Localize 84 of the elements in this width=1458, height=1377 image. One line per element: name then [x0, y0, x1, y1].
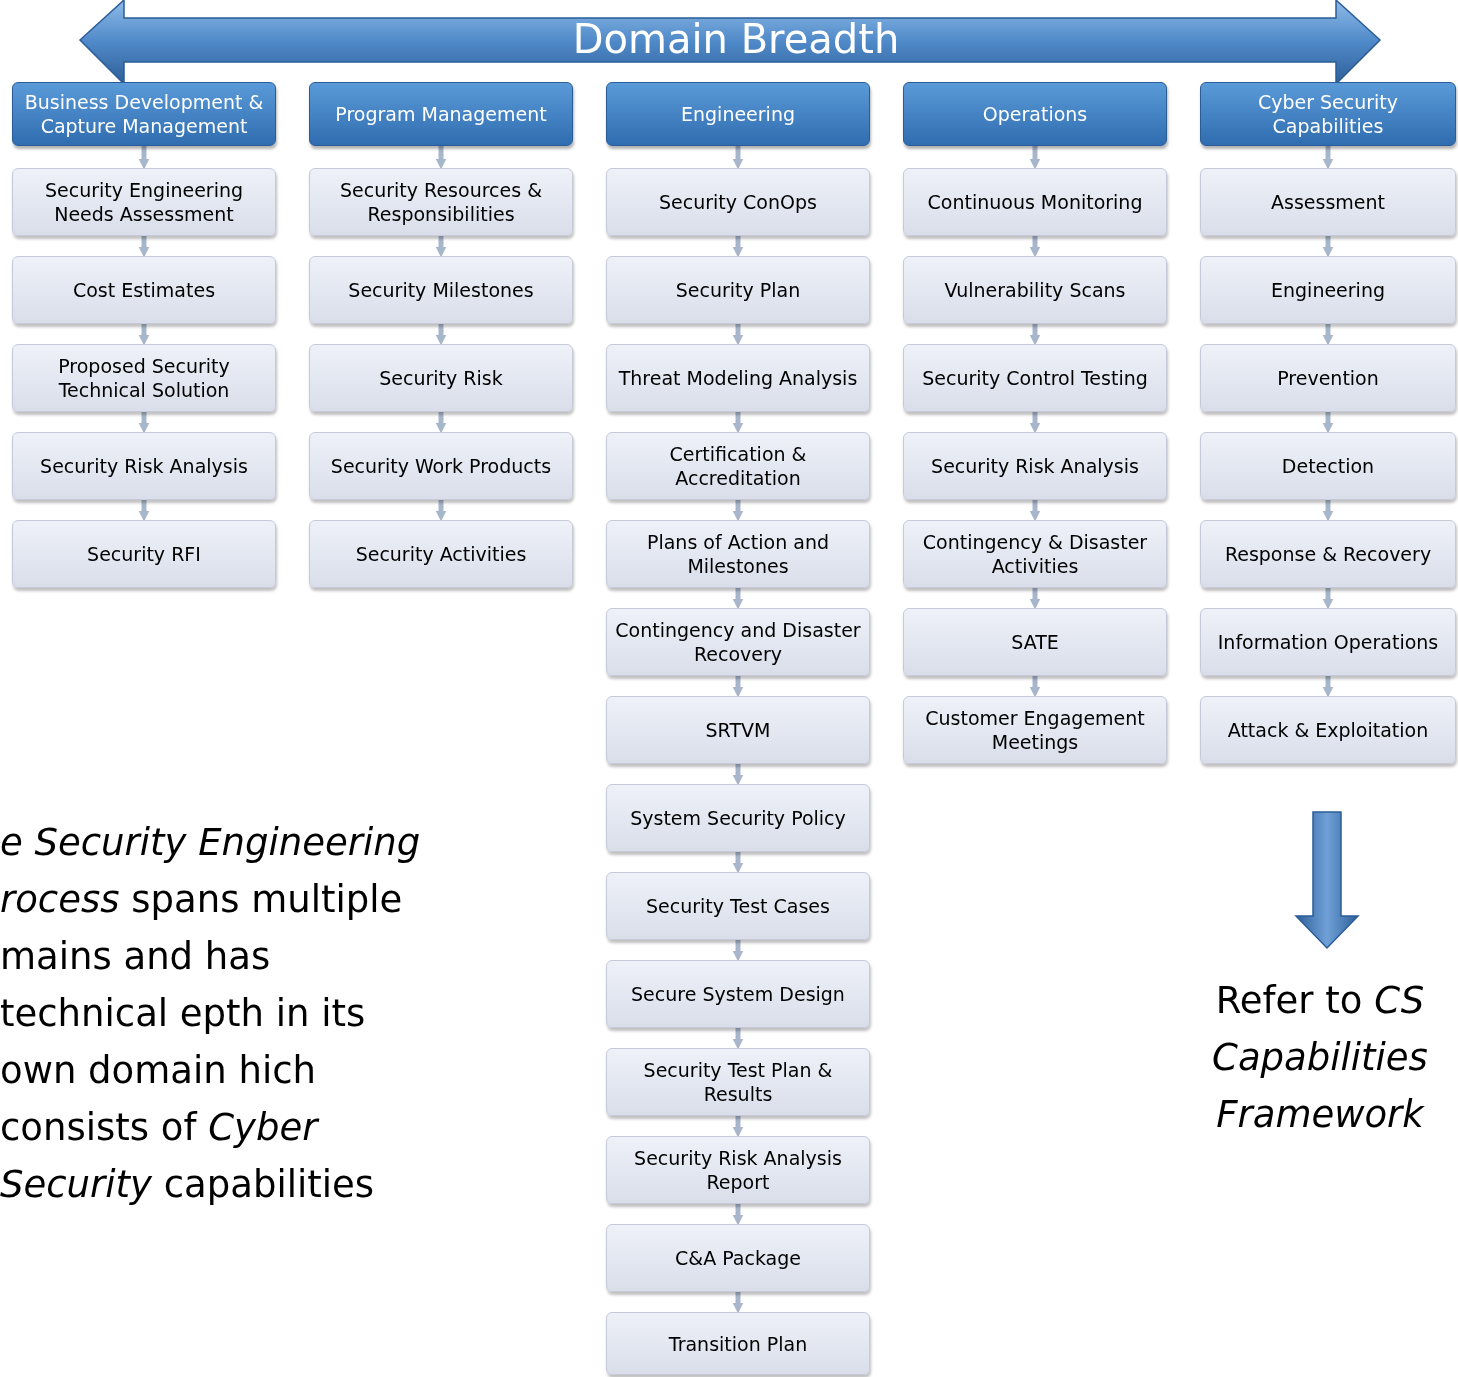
process-box: System Security Policy	[606, 784, 870, 852]
note-text: e Security Engineering rocess spans multiple mains and has technical epth in its own domain hich consists of Cyber Security capabilities	[0, 820, 422, 1208]
arrow	[435, 146, 447, 170]
arrow	[1029, 146, 1041, 170]
arrow	[1322, 500, 1334, 522]
title: Domain Breadth	[571, 15, 901, 64]
process-box: Threat Modeling Analysis	[606, 344, 870, 412]
process-box: Security ConOps	[606, 168, 870, 236]
arrow	[138, 236, 150, 258]
process-box: Vulnerability Scans	[903, 256, 1167, 324]
arrow	[1029, 412, 1041, 434]
process-box: Security Milestones	[309, 256, 573, 324]
process-box: Attack & Exploitation	[1200, 696, 1456, 764]
process-box: Security Test Plan & Results	[606, 1048, 870, 1116]
arrow	[1322, 588, 1334, 610]
arrow	[732, 1292, 744, 1314]
arrow	[1322, 146, 1334, 170]
arrow	[732, 1204, 744, 1226]
arrow	[1029, 588, 1041, 610]
process-box: Continuous Monitoring	[903, 168, 1167, 236]
process-box: Detection	[1200, 432, 1456, 500]
process-box: Security Plan	[606, 256, 870, 324]
arrow	[732, 412, 744, 434]
arrow	[1322, 324, 1334, 346]
process-box: Cost Estimates	[12, 256, 276, 324]
domain-header-box: Engineering	[606, 82, 870, 146]
arrow	[732, 500, 744, 522]
note-text: Refer to CS Capabilities Framework	[1211, 978, 1429, 1138]
domain-header-box: Program Management	[309, 82, 573, 146]
arrow	[138, 500, 150, 522]
process-box: Certification & Accreditation	[606, 432, 870, 500]
process-box: C&A Package	[606, 1224, 870, 1292]
process-box: Security Risk Analysis Report	[606, 1136, 870, 1204]
process-box: SRTVM	[606, 696, 870, 764]
arrow	[138, 324, 150, 346]
domain-header-box: Operations	[903, 82, 1167, 146]
domain-header-box: Business Development & Capture Management	[12, 82, 276, 146]
arrow	[732, 1116, 744, 1138]
process-box: Security Risk Analysis	[903, 432, 1167, 500]
arrow	[1029, 324, 1041, 346]
arrow	[732, 764, 744, 786]
arrow	[1029, 500, 1041, 522]
process-box: Contingency & Disaster Activities	[903, 520, 1167, 588]
arrow	[1322, 412, 1334, 434]
arrow	[1322, 676, 1334, 698]
process-box: Secure System Design	[606, 960, 870, 1028]
arrow	[138, 146, 150, 170]
arrow	[435, 324, 447, 346]
arrow	[732, 676, 744, 698]
process-box: Prevention	[1200, 344, 1456, 412]
process-box: Security RFI	[12, 520, 276, 588]
process-box: Security Risk	[309, 344, 573, 412]
process-box: Engineering	[1200, 256, 1456, 324]
process-box: Plans of Action and Milestones	[606, 520, 870, 588]
process-box: Security Activities	[309, 520, 573, 588]
arrow	[435, 236, 447, 258]
process-box: Information Operations	[1200, 608, 1456, 676]
process-box: Transition Plan	[606, 1312, 870, 1375]
process-box: Response & Recovery	[1200, 520, 1456, 588]
process-box: SATE	[903, 608, 1167, 676]
process-box: Security Work Products	[309, 432, 573, 500]
arrow	[732, 852, 744, 874]
process-box: Proposed Security Technical Solution	[12, 344, 276, 412]
arrow	[732, 324, 744, 346]
arrow	[732, 1028, 744, 1050]
arrow	[1322, 236, 1334, 258]
arrow	[1029, 236, 1041, 258]
process-box: Security Risk Analysis	[12, 432, 276, 500]
arrow	[435, 412, 447, 434]
arrow	[1029, 676, 1041, 698]
process-box: Customer Engagement Meetings	[903, 696, 1167, 764]
arrow	[732, 940, 744, 962]
arrow	[732, 236, 744, 258]
arrow	[732, 588, 744, 610]
process-box: Security Resources & Responsibilities	[309, 168, 573, 236]
process-box: Security Engineering Needs Assessment	[12, 168, 276, 236]
process-box: Security Control Testing	[903, 344, 1167, 412]
domain-header-box: Cyber Security Capabilities	[1200, 82, 1456, 146]
process-box: Contingency and Disaster Recovery	[606, 608, 870, 676]
process-box: Assessment	[1200, 168, 1456, 236]
arrow	[732, 146, 744, 170]
arrow	[138, 412, 150, 434]
process-box: Security Test Cases	[606, 872, 870, 940]
arrow	[435, 500, 447, 522]
